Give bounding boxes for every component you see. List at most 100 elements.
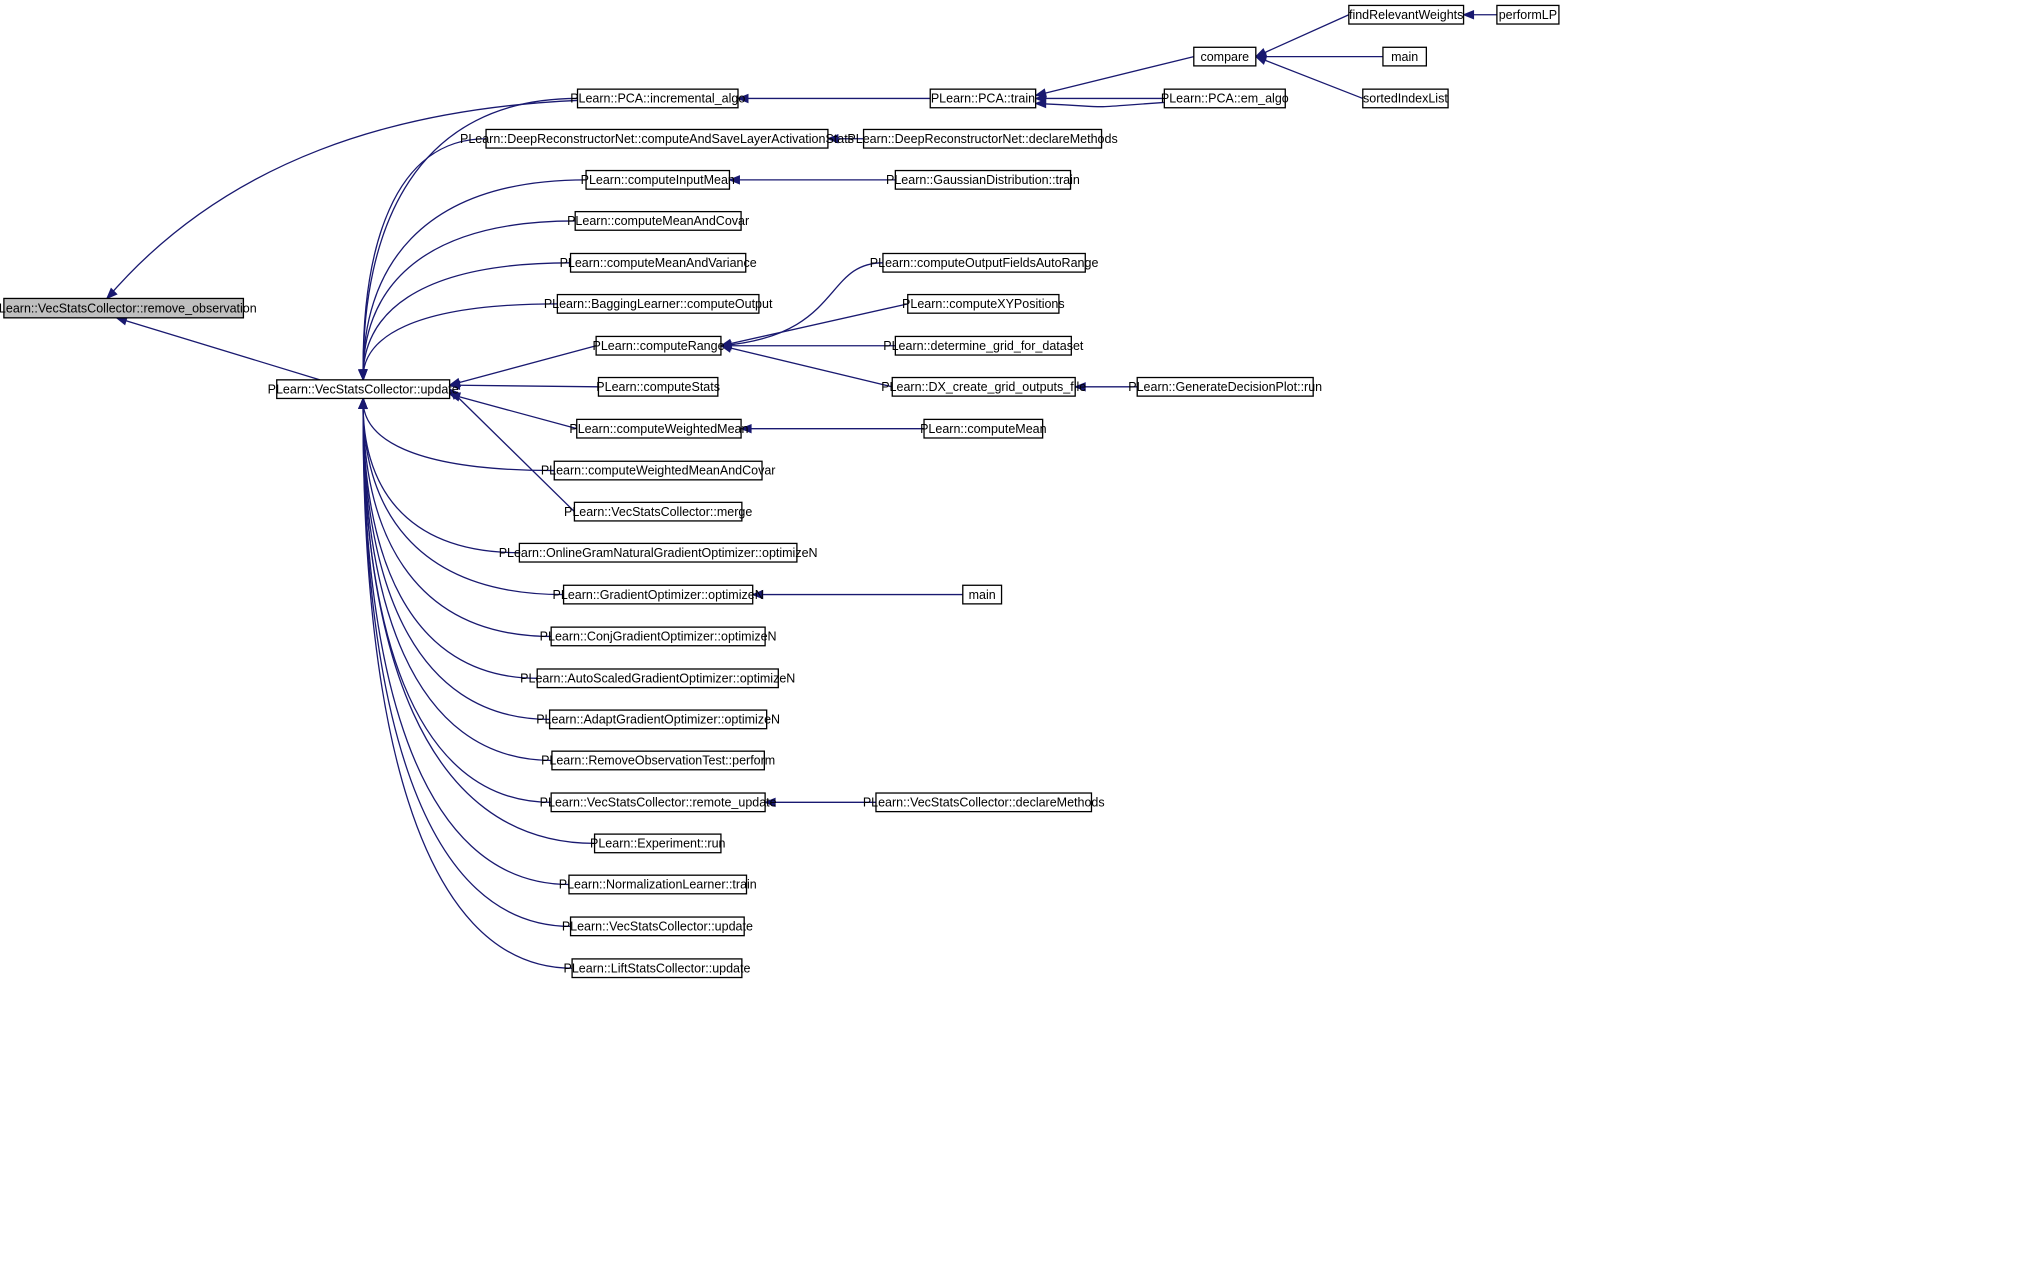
node-label: PLearn::VecStatsCollector::merge (564, 505, 752, 519)
node-box (929, 88, 1037, 109)
node-box (548, 709, 768, 730)
node-experiment[interactable]: PLearn::Experiment::run (590, 833, 726, 854)
node-comp-mean[interactable]: PLearn::computeMean (920, 418, 1047, 439)
edge-pca_train-compare-arrowhead (1034, 88, 1047, 98)
edge-update-comp_wmean (449, 393, 577, 430)
edge-comp_range-dx_create (720, 345, 893, 388)
node-comp-wmean-covar[interactable]: PLearn::computeWeightedMeanAndCovar (541, 460, 776, 481)
node-incremental[interactable]: PLearn::PCA::incremental_algo (570, 88, 745, 109)
edge-em-pca-back (1035, 101, 1165, 108)
edge-compare-sorted_idx (1255, 55, 1364, 100)
edge-update-comp_wmean_covar (362, 398, 555, 472)
node-update[interactable]: PLearn::VecStatsCollector::update (268, 379, 459, 400)
node-label: PLearn::DeepReconstructorNet::computeAnd… (460, 132, 854, 146)
node-label: PLearn::computeMean (920, 422, 1047, 436)
node-comp-out-fields[interactable]: PLearn::computeOutputFieldsAutoRange (870, 252, 1099, 273)
node-auto-scaled[interactable]: PLearn::AutoScaledGradientOptimizer::opt… (520, 668, 795, 689)
node-compare[interactable]: compare (1193, 46, 1257, 67)
edge-remote_update-vsc_declare-arrowhead (763, 797, 776, 808)
node-label: PLearn::VecStatsCollector::remote_update (540, 796, 777, 810)
node-box (562, 584, 754, 605)
edge-dx_create-gen_decision-arrowhead (1073, 382, 1086, 392)
node-det-grid[interactable]: PLearn::determine_grid_for_dataset (883, 335, 1084, 356)
nodes: PLearn::VecStatsCollector::remove_observ… (0, 4, 1560, 979)
edge-remove-incremental (106, 99, 578, 299)
node-box (962, 584, 1003, 605)
node-find-rel[interactable]: findRelevantWeights (1348, 4, 1465, 25)
node-box (593, 833, 722, 854)
node-main-mid[interactable]: main (962, 584, 1003, 605)
node-label: PLearn::computeMeanAndCovar (567, 214, 749, 228)
node-label: PLearn::BaggingLearner::computeOutput (544, 297, 773, 311)
edge-update-auto_scaled (362, 398, 538, 679)
node-box (485, 128, 829, 149)
node-vsc-declare[interactable]: PLearn::VecStatsCollector::declareMethod… (863, 792, 1105, 813)
node-box (1496, 4, 1560, 25)
edge-update-comp_stats-arrowhead (448, 380, 461, 391)
node-conj-grad[interactable]: PLearn::ConjGradientOptimizer::optimizeN (540, 626, 777, 647)
edge-range-outfields-arrowhead (719, 339, 732, 350)
edge-deep_compute-deep_declare-arrowhead (826, 134, 839, 144)
node-box (894, 335, 1072, 356)
node-gauss-train[interactable]: PLearn::GaussianDistribution::train (886, 169, 1080, 190)
node-norm-learner[interactable]: PLearn::NormalizationLearner::train (559, 874, 757, 895)
edge-update-deep_compute (362, 138, 487, 380)
edge-grad_opt-main_mid-arrowhead (751, 589, 764, 600)
edge-update-lift_update (362, 398, 573, 969)
node-remote-update[interactable]: PLearn::VecStatsCollector::remote_update (540, 792, 777, 813)
node-deep-declare[interactable]: PLearn::DeepReconstructorNet::declareMet… (847, 128, 1118, 149)
node-box (536, 668, 779, 689)
node-bagging[interactable]: PLearn::BaggingLearner::computeOutput (544, 293, 773, 314)
node-comp-input-mean[interactable]: PLearn::computeInputMean (581, 169, 735, 190)
node-box (553, 460, 763, 481)
edge-update-comp_range (449, 345, 597, 386)
node-label: PLearn::LiftStatsCollector::update (564, 961, 751, 975)
node-label: PLearn::NormalizationLearner::train (559, 878, 757, 892)
node-label: PLearn::DeepReconstructorNet::declareMet… (847, 132, 1117, 146)
node-label: PLearn::PCA::em_algo (1161, 92, 1289, 106)
node-comp-stats[interactable]: PLearn::computeStats (596, 376, 720, 397)
node-label: main (1391, 50, 1418, 64)
node-box (550, 792, 766, 813)
node-comp-mean-var[interactable]: PLearn::computeMeanAndVariance (560, 252, 757, 273)
node-label: PLearn::computeStats (596, 380, 720, 394)
node-label: PLearn::VecStatsCollector::remove_observ… (0, 301, 257, 315)
node-gen-decision[interactable]: PLearn::GenerateDecisionPlot::run (1128, 376, 1322, 397)
node-remove-obs[interactable]: PLearn::VecStatsCollector::remove_observ… (0, 297, 257, 319)
node-box (1136, 376, 1314, 397)
node-label: PLearn::ConjGradientOptimizer::optimizeN (540, 630, 777, 644)
edge-remove-update (116, 317, 321, 381)
node-box (550, 626, 766, 647)
node-vsc-update2[interactable]: PLearn::VecStatsCollector::update (562, 916, 753, 937)
edge-comp_range-comp_xy (720, 303, 908, 347)
node-deep-compute[interactable]: PLearn::DeepReconstructorNet::computeAnd… (460, 128, 854, 149)
node-comp-xy[interactable]: PLearn::computeXYPositions (902, 293, 1065, 314)
node-main-top[interactable]: main (1382, 46, 1428, 67)
node-comp-wmean[interactable]: PLearn::computeWeightedMean (569, 418, 748, 439)
node-comp-mean-covar[interactable]: PLearn::computeMeanAndCovar (567, 210, 749, 231)
node-em-algo[interactable]: PLearn::PCA::em_algo (1161, 88, 1289, 109)
edge-compare-find_rel (1255, 14, 1350, 58)
node-box (1382, 46, 1428, 67)
node-grad-opt[interactable]: PLearn::GradientOptimizer::optimizeN (553, 584, 764, 605)
node-box (551, 750, 765, 771)
node-label: PLearn::GradientOptimizer::optimizeN (553, 588, 764, 602)
node-online-gram[interactable]: PLearn::OnlineGramNaturalGradientOptimiz… (499, 542, 818, 563)
node-performLP[interactable]: performLP (1496, 4, 1560, 25)
node-comp-range[interactable]: PLearn::computeRange (593, 335, 725, 356)
node-label: PLearn::computeOutputFieldsAutoRange (870, 256, 1099, 270)
node-sorted-idx[interactable]: sortedIndexList (1362, 88, 1449, 109)
node-adapt-grad[interactable]: PLearn::AdaptGradientOptimizer::optimize… (536, 709, 780, 730)
node-remove-test[interactable]: PLearn::RemoveObservationTest::perform (541, 750, 775, 771)
node-pca-train[interactable]: PLearn::PCA::train (929, 88, 1037, 109)
edge-comp_wmean-comp_mean-arrowhead (739, 423, 752, 434)
node-dx-create[interactable]: PLearn::DX_create_grid_outputs_file (881, 376, 1086, 397)
edge-update-bagging (362, 303, 558, 380)
node-vsc-merge[interactable]: PLearn::VecStatsCollector::merge (564, 501, 752, 522)
edge-update-comp_wmean-arrowhead (448, 392, 461, 402)
edge-range-outfields (720, 262, 883, 347)
node-label: PLearn::OnlineGramNaturalGradientOptimiz… (499, 546, 818, 560)
node-box (907, 293, 1060, 314)
node-lift-update[interactable]: PLearn::LiftStatsCollector::update (564, 958, 751, 979)
